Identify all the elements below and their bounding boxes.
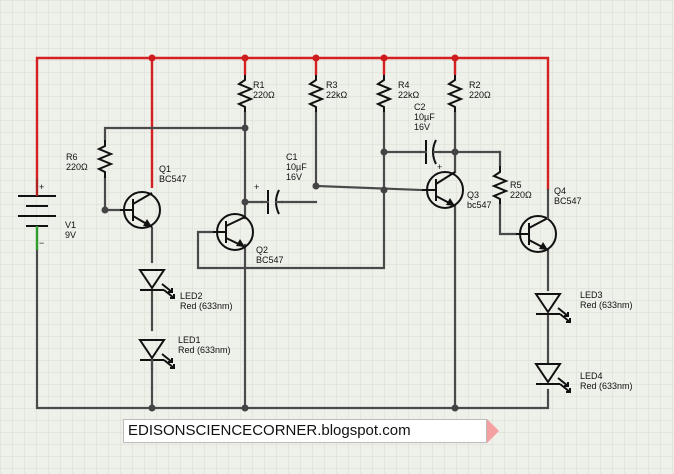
led-led4: LED4 Red (633nm) xyxy=(534,363,633,393)
transistor-q2: Q2 BC547 xyxy=(213,213,284,265)
led4-value: Red (633nm) xyxy=(580,381,633,391)
c1-label: C1 xyxy=(286,152,298,162)
resistor-r3: R3 22kΩ xyxy=(307,75,348,112)
r6-value: 220Ω xyxy=(66,162,88,172)
r3-label: R3 xyxy=(326,80,338,90)
junction-dots xyxy=(101,124,459,412)
led2-label: LED2 xyxy=(180,291,203,301)
c2-voltage: 16V xyxy=(414,122,430,132)
r6-label: R6 xyxy=(66,152,78,162)
banner-arrow-icon xyxy=(487,419,499,443)
battery-minus: − xyxy=(39,238,44,248)
r5-label: R5 xyxy=(510,180,522,190)
wires xyxy=(35,110,550,410)
c2-label: C2 xyxy=(414,102,426,112)
c1-plus: + xyxy=(254,182,259,192)
resistor-r6: R6 220Ω xyxy=(66,140,114,178)
q3-label: Q3 xyxy=(467,190,479,200)
c1-value: 10µF xyxy=(286,162,307,172)
led2-value: Red (633nm) xyxy=(180,301,233,311)
q4-label: Q4 xyxy=(554,186,566,196)
led-led2: LED2 Red (633nm) xyxy=(138,269,233,311)
capacitor-c1: + C1 10µF 16V xyxy=(254,152,307,215)
led1-value: Red (633nm) xyxy=(178,345,231,355)
r2-label: R2 xyxy=(469,80,481,90)
r3-value: 22kΩ xyxy=(326,90,348,100)
junction-dots-top xyxy=(148,54,459,62)
r1-label: R1 xyxy=(253,80,265,90)
v1-label: V1 xyxy=(65,220,76,230)
q2-label: Q2 xyxy=(256,245,268,255)
c1-voltage: 16V xyxy=(286,172,302,182)
led3-value: Red (633nm) xyxy=(580,300,633,310)
transistor-q4: Q4 BC547 xyxy=(516,186,582,253)
resistors: R6 220Ω R1 220Ω R3 22kΩ R4 22kΩ R2 220Ω … xyxy=(66,75,532,204)
r4-label: R4 xyxy=(398,80,410,90)
battery-plus: + xyxy=(39,182,44,192)
capacitor-c2: + C2 10µF 16V xyxy=(414,102,442,172)
led-led3: LED3 Red (633nm) xyxy=(534,290,633,323)
q1-label: Q1 xyxy=(159,164,171,174)
transistor-q3: Q3 bc547 xyxy=(422,171,492,210)
r4-value: 22kΩ xyxy=(398,90,420,100)
blog-banner[interactable]: EDISONSCIENCECORNER.blogspot.com xyxy=(123,419,487,443)
c2-plus: + xyxy=(437,162,442,172)
led3-label: LED3 xyxy=(580,290,603,300)
transistor-q1: Q1 BC547 xyxy=(120,164,187,229)
v1-value: 9V xyxy=(65,230,76,240)
q4-model: BC547 xyxy=(554,196,582,206)
resistor-r5: R5 220Ω xyxy=(491,166,532,204)
q3-model: bc547 xyxy=(467,200,492,210)
led1-label: LED1 xyxy=(178,335,201,345)
r2-value: 220Ω xyxy=(469,90,491,100)
led4-label: LED4 xyxy=(580,371,603,381)
c2-value: 10µF xyxy=(414,112,435,122)
r5-value: 220Ω xyxy=(510,190,532,200)
battery-v1: + − V1 9V xyxy=(18,178,76,250)
resistor-r2: R2 220Ω xyxy=(446,75,491,112)
q1-model: BC547 xyxy=(159,174,187,184)
resistor-r1: R1 220Ω xyxy=(236,75,275,112)
q2-model: BC547 xyxy=(256,255,284,265)
r1-value: 220Ω xyxy=(253,90,275,100)
led-led1: LED1 Red (633nm) xyxy=(138,335,231,390)
resistor-r4: R4 22kΩ xyxy=(375,75,420,112)
